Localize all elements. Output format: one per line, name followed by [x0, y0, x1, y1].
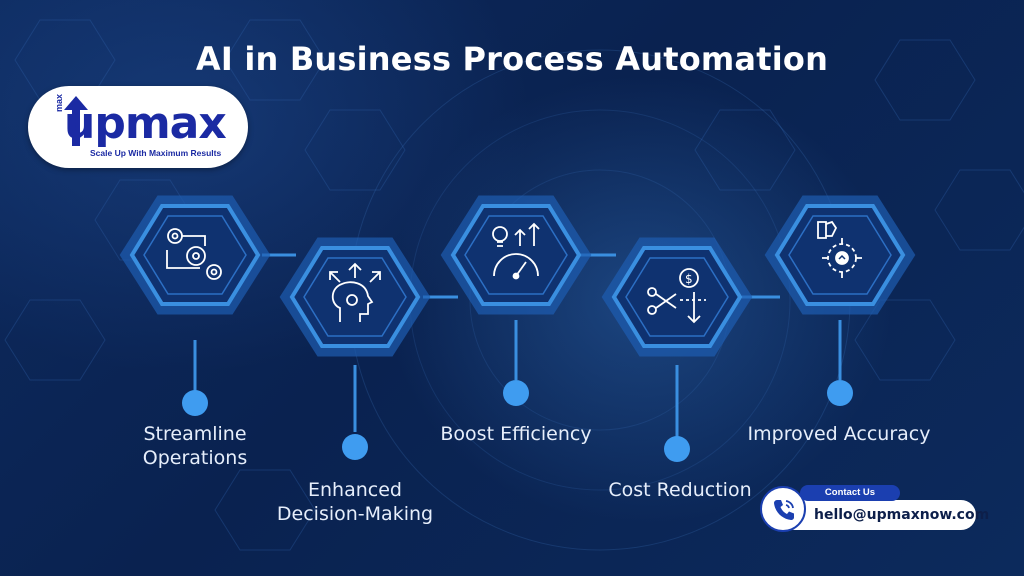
step-node-2 [342, 434, 368, 460]
phone-icon [760, 486, 806, 532]
svg-text:$: $ [685, 272, 693, 286]
step-hexagon-4 [601, 237, 753, 357]
step-node-5 [827, 380, 853, 406]
head-gear-arrows-icon [329, 262, 381, 322]
step-label-1: Streamline Operations [142, 423, 248, 469]
step-nodes [182, 380, 853, 462]
step-label-3: Boost Efficiency [440, 423, 592, 445]
logo-wordmark: upmax [64, 98, 227, 149]
step-node-4 [664, 436, 690, 462]
step-label-4: Cost Reduction [608, 479, 752, 501]
step-hexagon-3 [440, 195, 592, 315]
bulb-arrows-gauge-icon [492, 222, 540, 280]
step-node-1 [182, 390, 208, 416]
step-hexagon-2 [279, 237, 431, 357]
contact-email-pill[interactable] [780, 500, 976, 530]
scissors-dollar-gear-icon: $ [647, 268, 706, 324]
logo-up-arrow-icon [64, 96, 88, 146]
step-node-3 [503, 380, 529, 406]
logo-tagline: Scale Up With Maximum Results [90, 148, 222, 158]
step-label-5: Improved Accuracy [747, 423, 931, 445]
upmax-logo: upmax max Scale Up With Maximum Results [28, 86, 248, 168]
step-label-2: Enhanced Decision-Making [276, 479, 434, 525]
step-hexagon-1 [119, 195, 271, 315]
contact-badge[interactable]: Contact Us hello@upmaxnow.com [760, 484, 989, 536]
page-title: AI in Business Process Automation [195, 40, 829, 78]
thumbs-target-icon [817, 220, 862, 278]
contact-email[interactable]: hello@upmaxnow.com [814, 507, 990, 523]
contact-us-heading: Contact Us [800, 485, 900, 501]
gears-icon [166, 228, 222, 280]
